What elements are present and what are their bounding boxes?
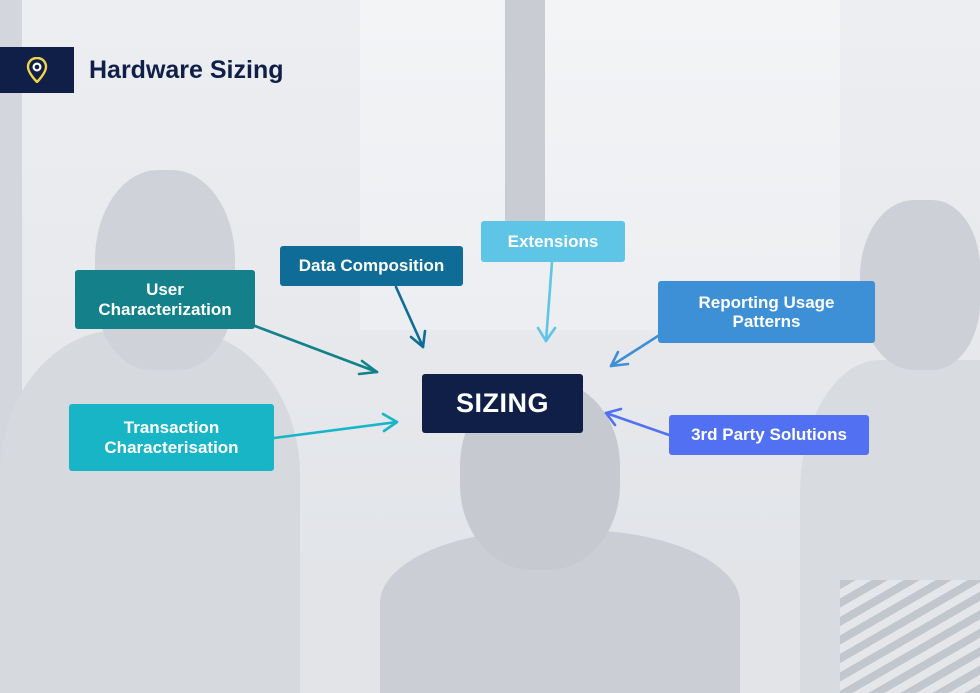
page-header: Hardware Sizing — [0, 47, 284, 93]
logo — [0, 47, 74, 93]
page-title: Hardware Sizing — [89, 55, 284, 84]
node-label: 3rd Party Solutions — [691, 425, 847, 445]
location-pin-icon — [26, 57, 48, 83]
node-user-characterization: User Characterization — [75, 270, 255, 329]
node-sizing-center: SIZING — [422, 374, 583, 433]
center-label: SIZING — [455, 388, 549, 419]
arrow-data — [394, 285, 427, 349]
arrow-third — [604, 407, 671, 437]
node-label: Reporting Usage Patterns — [698, 292, 835, 331]
bg-person-left — [0, 330, 300, 693]
node-transaction-characterisation: Transaction Characterisation — [69, 404, 274, 471]
arrow-rep — [609, 334, 660, 368]
bg-pillar — [505, 0, 545, 240]
bg-person-right-head — [860, 200, 980, 370]
node-label: User Characterization — [98, 280, 232, 319]
node-label: Transaction Characterisation — [104, 418, 239, 457]
arrow-ext — [536, 260, 557, 343]
arrow-user — [253, 324, 379, 376]
node-3rd-party-solutions: 3rd Party Solutions — [669, 415, 869, 455]
node-data-composition: Data Composition — [280, 246, 463, 286]
node-extensions: Extensions — [481, 221, 625, 262]
bg-striped-shirt — [840, 580, 980, 693]
node-label: Data Composition — [298, 256, 445, 276]
arrow-tx — [272, 412, 399, 440]
node-label: Extensions — [507, 231, 599, 251]
node-reporting-usage-patterns: Reporting Usage Patterns — [658, 281, 875, 343]
